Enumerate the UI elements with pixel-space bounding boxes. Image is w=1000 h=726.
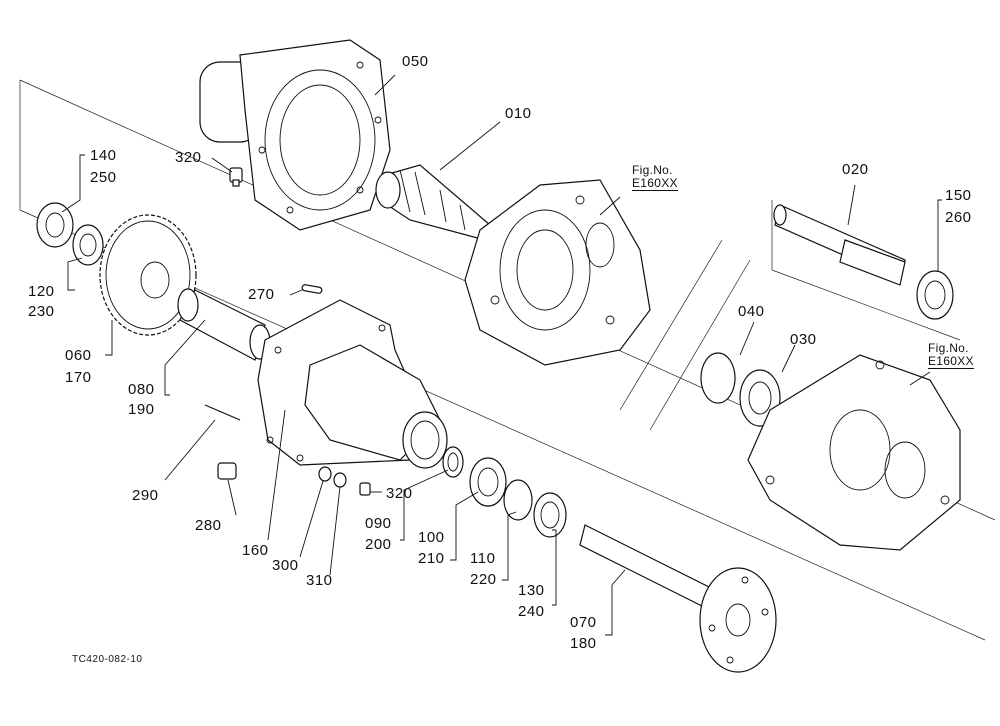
label-090: 090 (365, 515, 392, 532)
drawing-code: TC420-082-10 (72, 654, 143, 665)
fig-ref-front-line1: Fig.No. (632, 163, 673, 177)
nut-300 (318, 466, 332, 482)
bolt-320-lower (359, 482, 371, 496)
label-300: 300 (272, 557, 299, 574)
bell-housing-050 (199, 39, 391, 231)
label-270: 270 (248, 286, 275, 303)
seal-130 (533, 492, 567, 538)
bearing-100 (469, 457, 507, 507)
rear-case (747, 354, 961, 551)
housing-160 (257, 299, 448, 469)
leader-lines (61, 74, 942, 636)
label-060: 060 (65, 347, 92, 364)
label-280: 280 (195, 517, 222, 534)
label-070: 070 (570, 614, 597, 631)
label-230: 230 (28, 303, 55, 320)
label-260: 260 (945, 209, 972, 226)
label-320-lower: 320 (386, 485, 413, 502)
label-220: 220 (470, 571, 497, 588)
gear-060 (99, 214, 197, 336)
snap-ring-040 (700, 352, 736, 404)
shaft-020 (773, 204, 906, 286)
label-020: 020 (842, 161, 869, 178)
fig-ref-front-case: Fig.No. E160XX (632, 164, 678, 191)
label-080: 080 (128, 381, 155, 398)
fig-ref-rear-line2: E160XX (928, 354, 974, 369)
fig-ref-rear-case: Fig.No. E160XX (928, 342, 974, 369)
bearing-140 (36, 202, 74, 248)
collar-090 (442, 446, 464, 478)
label-150: 150 (945, 187, 972, 204)
label-030: 030 (790, 331, 817, 348)
label-100: 100 (418, 529, 445, 546)
stud-290 (204, 404, 241, 421)
label-110: 110 (470, 550, 496, 567)
label-310: 310 (306, 572, 333, 589)
plug-280 (217, 462, 237, 480)
label-120: 120 (28, 283, 55, 300)
label-180: 180 (570, 635, 597, 652)
label-040: 040 (738, 303, 765, 320)
label-250: 250 (90, 169, 117, 186)
fig-ref-front-line2: E160XX (632, 176, 678, 191)
label-140: 140 (90, 147, 117, 164)
label-050: 050 (402, 53, 429, 70)
label-160: 160 (242, 542, 269, 559)
label-170: 170 (65, 369, 92, 386)
shaft-070 (579, 524, 777, 673)
label-210: 210 (418, 550, 445, 567)
bearing-120 (72, 224, 104, 266)
label-130: 130 (518, 582, 545, 599)
pin-270 (301, 284, 323, 294)
snap-ring-110 (503, 479, 533, 521)
fig-ref-rear-line1: Fig.No. (928, 341, 969, 355)
label-320-top: 320 (175, 149, 202, 166)
shaft-010 (375, 164, 491, 241)
label-240: 240 (518, 603, 545, 620)
front-case (464, 179, 651, 366)
label-200: 200 (365, 536, 392, 553)
label-290: 290 (132, 487, 159, 504)
label-010: 010 (505, 105, 532, 122)
label-190: 190 (128, 401, 155, 418)
nut-310 (333, 472, 347, 488)
bearing-150 (916, 270, 954, 320)
bolt-320-top (229, 167, 243, 187)
